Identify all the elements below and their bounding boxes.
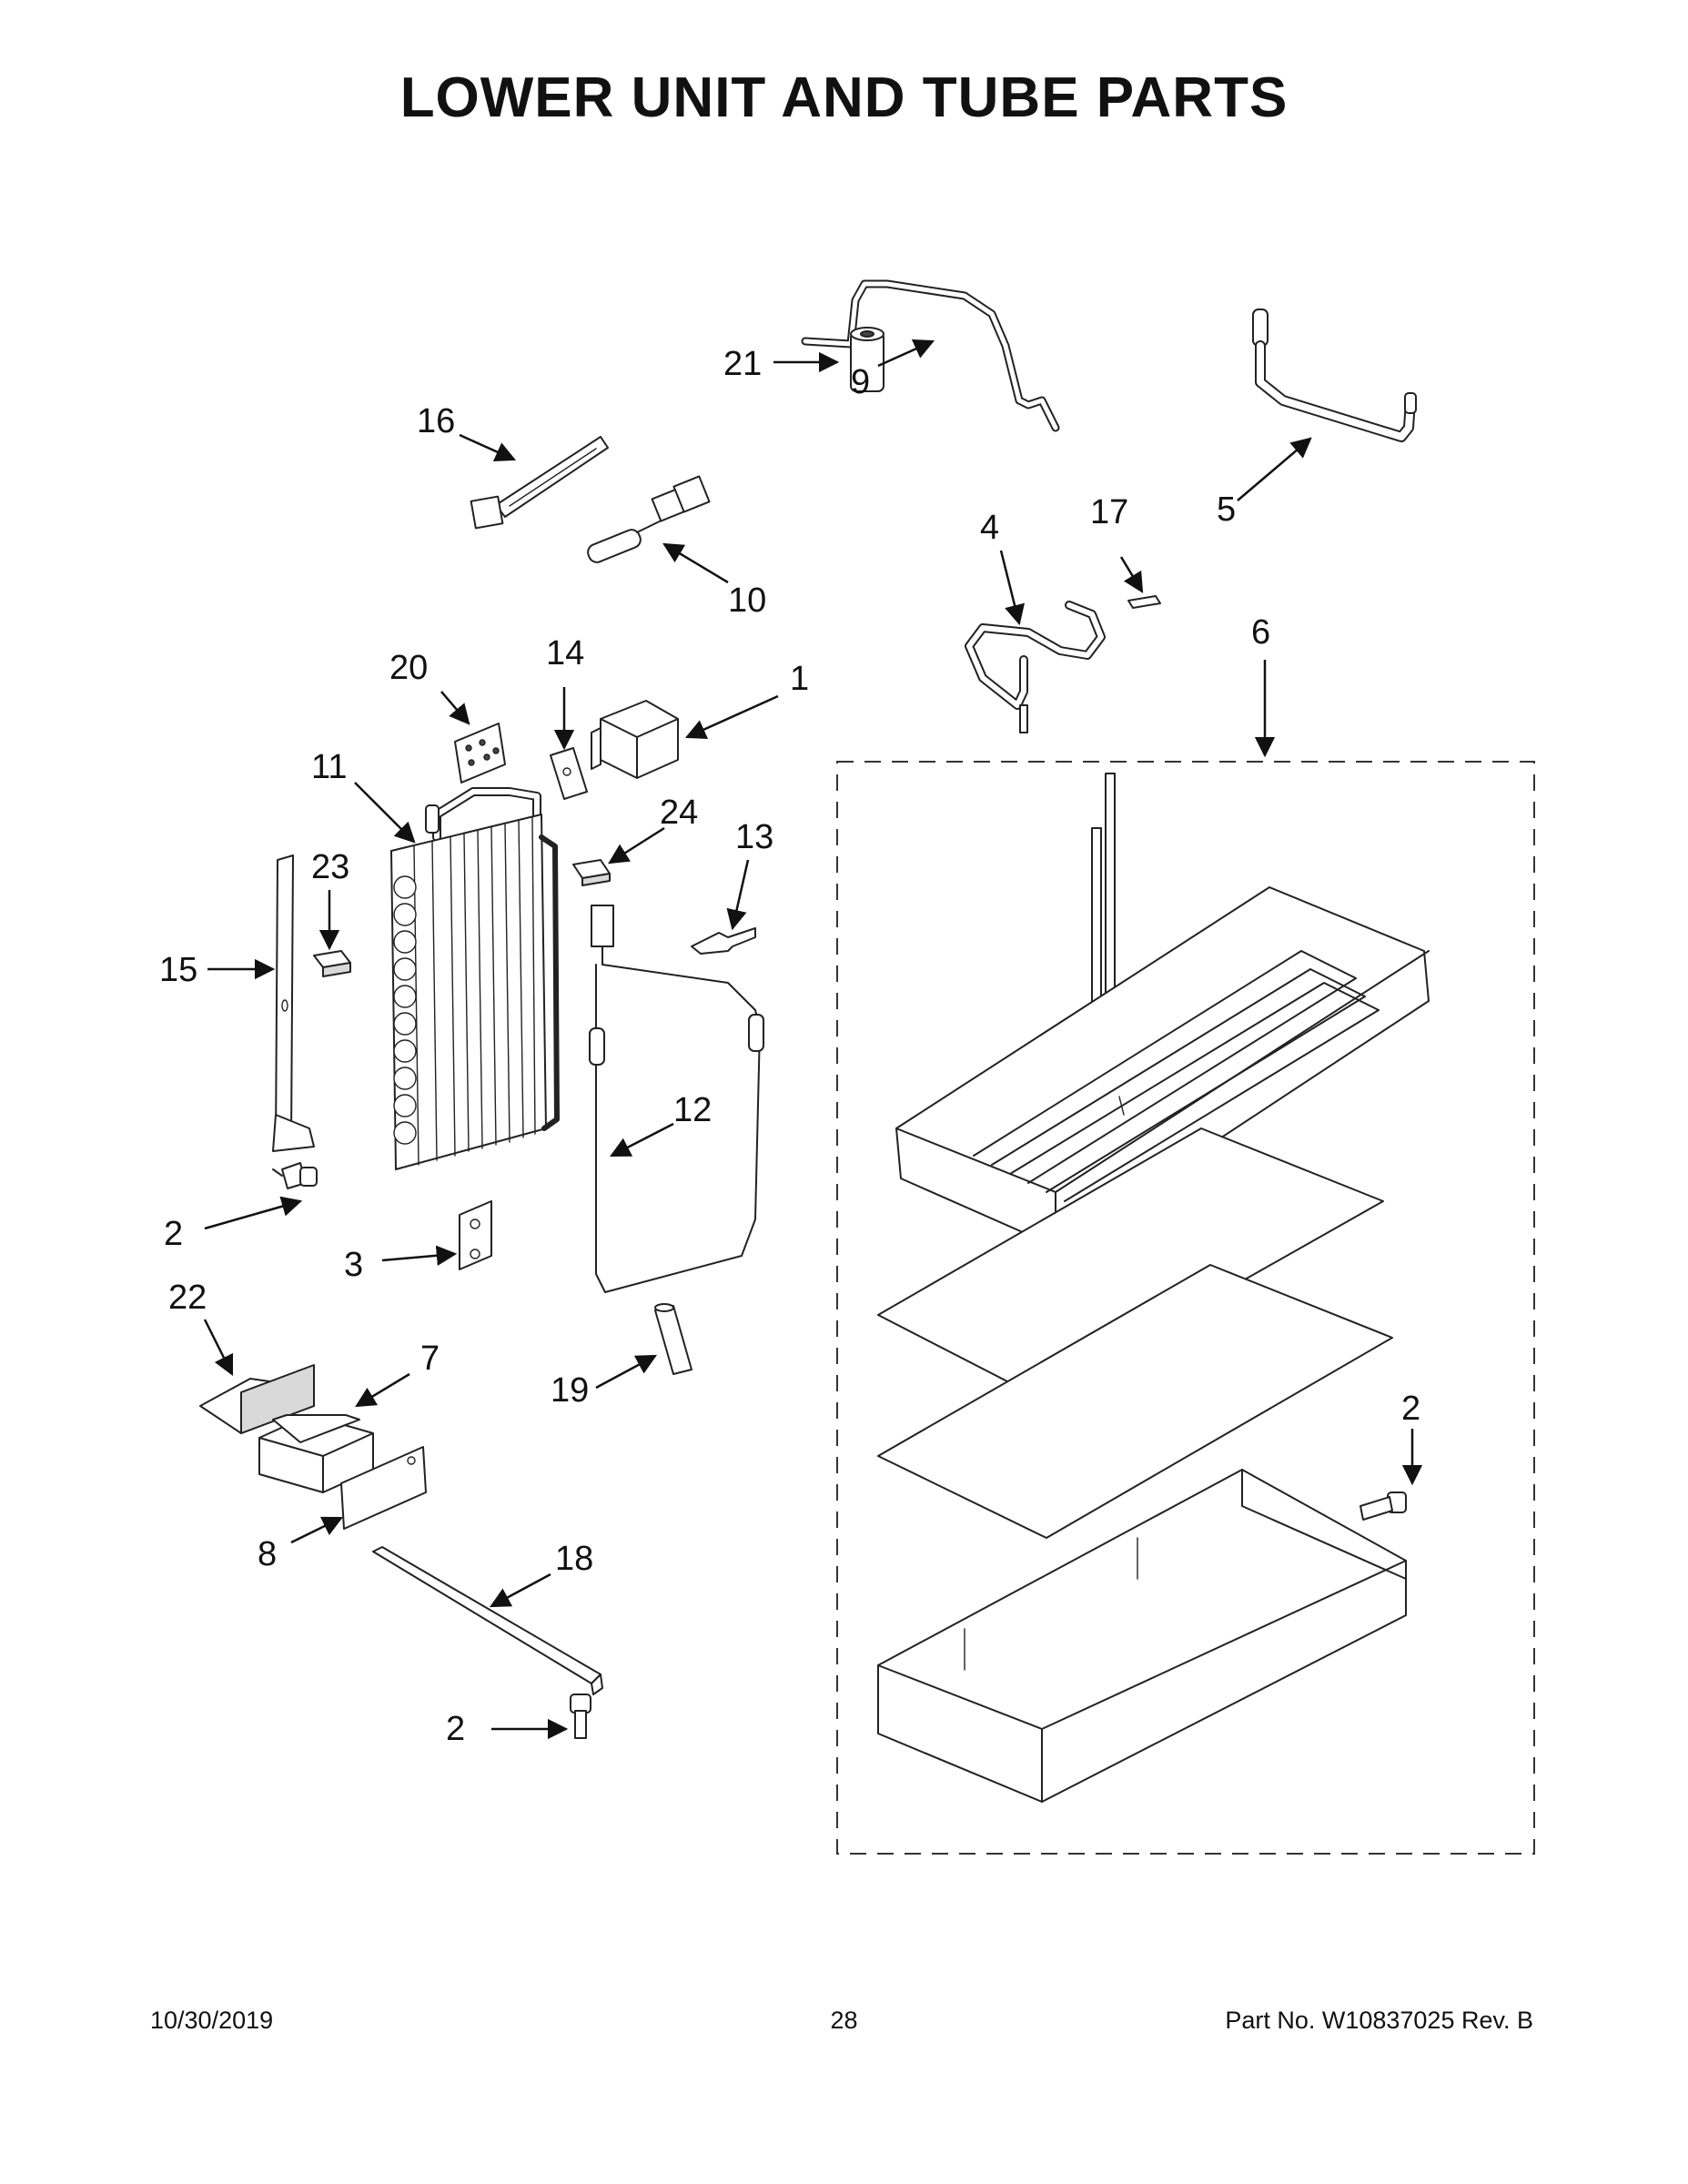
part-18-channel — [372, 1546, 603, 1695]
callout-20: 20 — [389, 649, 428, 687]
part-17-clip — [1127, 595, 1161, 609]
part-6-group-outline — [836, 761, 1535, 1855]
part-22-block — [199, 1364, 315, 1434]
callout-19: 19 — [551, 1371, 589, 1410]
leader-lines — [203, 339, 1423, 1740]
part-20-plate — [454, 723, 506, 784]
callout-23: 23 — [311, 848, 349, 886]
callout-18: 18 — [555, 1540, 593, 1578]
callout-4: 4 — [980, 509, 999, 547]
callout-16: 16 — [417, 402, 455, 440]
callout-12: 12 — [673, 1091, 712, 1129]
part-3-bracket — [459, 1200, 492, 1270]
part-11-evaporator — [390, 787, 560, 1170]
callout-1: 1 — [790, 660, 809, 698]
part-12-harness — [589, 905, 764, 1293]
part-10-sensor — [587, 475, 711, 563]
page-title: LOWER UNIT AND TUBE PARTS — [399, 66, 1289, 129]
callout-24: 24 — [660, 794, 698, 832]
part-7-bracket — [258, 1414, 374, 1493]
part-14-plate — [550, 747, 588, 800]
footer-date: 10/30/2019 — [150, 2007, 274, 2034]
part-5-tube — [1252, 308, 1417, 442]
callout-9: 9 — [851, 363, 870, 401]
callout-22: 22 — [168, 1279, 207, 1317]
part-6-sheet-2 — [877, 1264, 1393, 1539]
part-23-pad — [313, 950, 351, 977]
callout-13: 13 — [735, 818, 773, 856]
callout-6: 6 — [1251, 613, 1270, 652]
part-13-clip — [691, 927, 756, 955]
part-4-tube — [965, 601, 1106, 733]
callout-14: 14 — [546, 634, 584, 672]
part-15-strap — [272, 854, 315, 1152]
callout-2-bottom: 2 — [446, 1710, 465, 1748]
part-6-bottom-pan — [877, 1469, 1407, 1803]
part-8-plate — [340, 1446, 427, 1530]
callout-15: 15 — [159, 951, 197, 989]
part-9-tube — [801, 279, 1060, 432]
part-2-screw-right — [1359, 1491, 1407, 1521]
callout-17: 17 — [1090, 493, 1128, 531]
part-24-pad — [572, 859, 611, 886]
callout-7: 7 — [420, 1340, 440, 1378]
callout-2-right: 2 — [1401, 1390, 1420, 1428]
part-19-sleeve — [654, 1303, 692, 1375]
callout-3: 3 — [344, 1246, 363, 1284]
callout-11: 11 — [311, 748, 347, 786]
part-1-bracket — [591, 700, 679, 779]
callout-5: 5 — [1217, 490, 1236, 529]
callout-21: 21 — [723, 345, 762, 383]
callout-8: 8 — [258, 1535, 277, 1573]
callout-labels: 9 5 16 21 10 4 17 6 20 14 1 11 24 13 23 … — [159, 345, 1420, 1748]
footer-page-number: 28 — [830, 2007, 858, 2034]
callout-10: 10 — [728, 581, 766, 620]
part-2-screw-bottom — [570, 1694, 591, 1739]
part-16-cable-tie — [470, 436, 609, 530]
part-6-sheet-1 — [877, 1127, 1384, 1398]
footer-part-number: Part No. W10837025 Rev. B — [1225, 2007, 1533, 2034]
callout-2-left: 2 — [164, 1215, 183, 1253]
part-2-screw-left — [272, 1162, 318, 1189]
part-21-sleeve — [850, 327, 884, 392]
